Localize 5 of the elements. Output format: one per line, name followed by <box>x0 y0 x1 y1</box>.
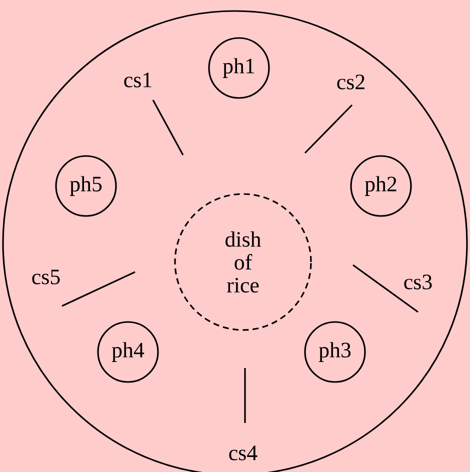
chopstick-label: cs1 <box>124 72 152 88</box>
chopstick-label: cs4 <box>229 446 258 460</box>
chopstick-label: cs3 <box>404 274 432 290</box>
chopstick-label: cs5 <box>32 270 60 284</box>
chopstick-label: cs2 <box>337 74 364 90</box>
